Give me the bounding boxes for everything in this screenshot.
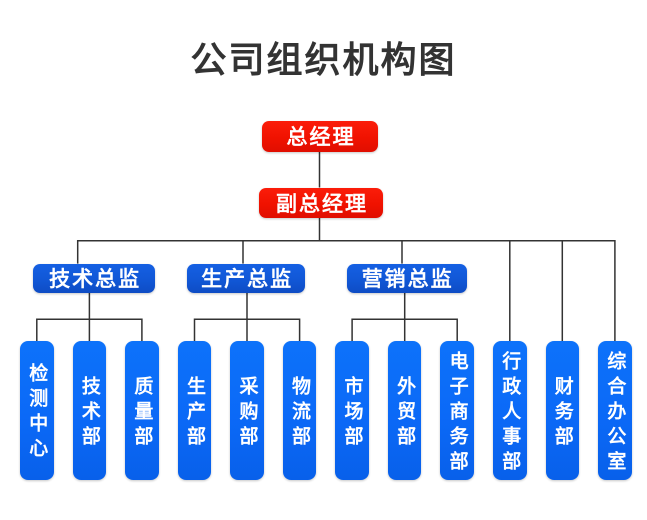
node-deputy-general-manager: 副总经理 [259,187,383,218]
technical-director-label: 技术总监 [49,267,142,291]
department-label: 生产部 [183,375,206,451]
node-technical-director: 技术总监 [33,263,155,293]
department-label: 检测中心 [26,363,49,464]
node-production-dept: 生产部 [177,341,212,480]
deputy-general-manager-label: 副总经理 [276,191,368,216]
node-testing-center: 检测中心 [20,341,54,480]
node-purchasing-dept: 采购部 [230,341,264,480]
node-ecommerce-dept: 电子商务部 [440,341,474,480]
node-finance-dept: 财务部 [545,341,579,480]
node-hr-admin-dept: 行政人事部 [493,341,527,480]
department-label: 综合办公室 [604,350,627,476]
node-production-director: 生产总监 [187,263,305,293]
department-label: 物流部 [289,375,312,451]
department-label: 行政人事部 [499,350,522,476]
department-label: 财务部 [551,375,574,451]
node-general-office: 综合办公室 [598,341,632,480]
department-label: 市场部 [341,375,364,451]
node-marketing-director: 营销总监 [346,263,467,293]
department-label: 质量部 [131,375,154,451]
department-label: 采购部 [236,375,259,451]
general-manager-label: 总经理 [286,125,356,150]
node-logistics-dept: 物流部 [282,341,317,480]
production-director-label: 生产总监 [201,267,294,291]
node-market-dept: 市场部 [335,341,369,480]
node-general-manager: 总经理 [262,121,378,152]
marketing-director-label: 营销总监 [361,267,454,291]
department-label: 外贸部 [394,375,417,451]
node-technology-dept: 技术部 [72,341,107,480]
chart-title: 公司组织机构图 [190,40,457,81]
department-label: 技术部 [78,375,101,451]
node-foreign-trade-dept: 外贸部 [387,341,422,480]
department-label: 电子商务部 [446,350,469,476]
node-quality-dept: 质量部 [125,341,159,480]
